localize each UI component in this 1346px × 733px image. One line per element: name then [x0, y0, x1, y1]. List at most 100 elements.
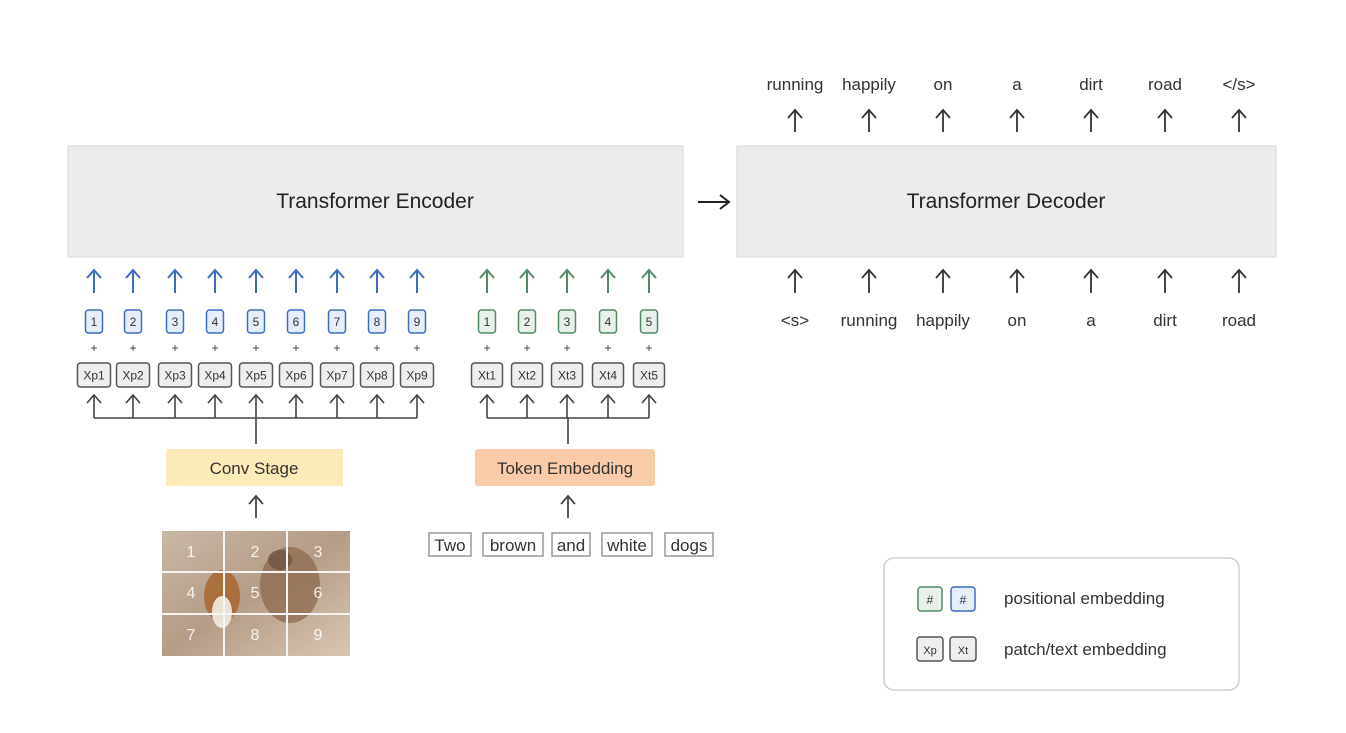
text-embedding-box: Xt4	[591, 362, 625, 388]
patch-embedding-box: Xp3	[157, 362, 193, 388]
svg-text:Xt1: Xt1	[478, 368, 496, 382]
legend-embedding-label: patch/text embedding	[1004, 640, 1167, 659]
patch-embedding-arrow	[288, 393, 304, 418]
svg-text:4: 4	[605, 315, 612, 329]
patch-embedding-arrow	[409, 393, 425, 418]
patch-up-arrow-blue	[288, 268, 304, 293]
decoder-output-token: on	[934, 75, 953, 94]
patch-positional-box: 2	[123, 309, 143, 334]
decoder-output-token: </s>	[1222, 75, 1255, 94]
svg-text:Xt: Xt	[958, 645, 968, 657]
decoder-output-arrow	[787, 108, 803, 132]
input-word: dogs	[664, 532, 714, 557]
text-positional-box: 1	[477, 309, 497, 334]
plus-sign: +	[373, 341, 380, 355]
decoder-input-arrow	[935, 268, 951, 293]
patch-embedding-box: Xp4	[197, 362, 233, 388]
decoder-input-arrow	[1231, 268, 1247, 293]
svg-text:Xt5: Xt5	[640, 368, 658, 382]
decoder-output-token: dirt	[1079, 75, 1103, 94]
text-embedding-arrow	[600, 393, 616, 418]
input-word: brown	[482, 532, 544, 557]
patch-positional-box: 7	[327, 309, 347, 334]
plus-sign: +	[413, 341, 420, 355]
legend-positional-green-swatch: #	[917, 586, 943, 612]
svg-text:3: 3	[564, 315, 571, 329]
legend-positional-label: positional embedding	[1004, 589, 1165, 608]
patch-up-arrow-blue	[409, 268, 425, 293]
words-to-token-arrow	[560, 494, 576, 518]
text-up-arrow-green	[479, 268, 495, 293]
decoder-input-token: running	[841, 311, 898, 330]
token-embedding-box	[475, 449, 655, 486]
svg-text:#: #	[960, 593, 967, 607]
text-embedding-arrow	[479, 393, 495, 418]
svg-text:3: 3	[172, 315, 179, 329]
svg-text:Xt4: Xt4	[599, 368, 617, 382]
plus-sign: +	[333, 341, 340, 355]
svg-text:4: 4	[212, 315, 219, 329]
patch-up-arrow-blue	[167, 268, 183, 293]
conv-stage-box	[166, 449, 343, 486]
grid-number: 3	[314, 544, 323, 561]
svg-text:Xp8: Xp8	[366, 368, 388, 382]
grid-number: 2	[251, 544, 260, 561]
patch-positional-box: 3	[165, 309, 185, 334]
image-to-conv-arrow	[248, 494, 264, 518]
svg-text:Xp7: Xp7	[326, 368, 348, 382]
decoder-input-token: road	[1222, 311, 1256, 330]
patch-embedding-arrow	[329, 393, 345, 418]
svg-text:Xt3: Xt3	[558, 368, 576, 382]
encoder-to-decoder-arrow	[698, 194, 731, 210]
patch-up-arrow-blue	[86, 268, 102, 293]
decoder-output-arrow	[861, 108, 877, 132]
decoder-input-arrow	[1157, 268, 1173, 293]
decoder-output-token: road	[1148, 75, 1182, 94]
svg-text:6: 6	[293, 315, 300, 329]
decoder-title: Transformer Decoder	[907, 190, 1106, 213]
conv-stage-label: Conv Stage	[210, 459, 299, 478]
svg-text:5: 5	[253, 315, 260, 329]
svg-text:#: #	[927, 593, 934, 607]
grid-number: 1	[187, 544, 196, 561]
grid-number: 8	[251, 627, 260, 644]
legend-patch-swatch: Xp	[916, 636, 944, 662]
patch-embedding-arrow	[167, 393, 183, 418]
token-embedding-label: Token Embedding	[497, 459, 633, 478]
patch-embedding-box: Xp7	[319, 362, 355, 388]
svg-text:and: and	[557, 536, 585, 555]
plus-sign: +	[211, 341, 218, 355]
patch-embedding-box: Xp9	[399, 362, 435, 388]
decoder-input-arrow	[861, 268, 877, 293]
text-embedding-box: Xt1	[470, 362, 504, 388]
plus-sign: +	[483, 341, 490, 355]
decoder-input-arrow	[787, 268, 803, 293]
grid-number: 5	[251, 585, 260, 602]
text-embedding-arrow	[519, 393, 535, 418]
decoder-output-arrow	[935, 108, 951, 132]
text-positional-box: 4	[598, 309, 618, 334]
plus-sign: +	[604, 341, 611, 355]
patch-up-arrow-blue	[369, 268, 385, 293]
patch-up-arrow-blue	[125, 268, 141, 293]
plus-sign: +	[90, 341, 97, 355]
plus-sign: +	[292, 341, 299, 355]
patch-embedding-box: Xp1	[76, 362, 112, 388]
svg-text:white: white	[606, 536, 647, 555]
patch-positional-box: 5	[246, 309, 266, 334]
grid-number: 7	[187, 627, 196, 644]
plus-sign: +	[523, 341, 530, 355]
decoder-input-arrow	[1083, 268, 1099, 293]
svg-text:Xp5: Xp5	[245, 368, 267, 382]
svg-text:brown: brown	[490, 536, 536, 555]
patch-up-arrow-blue	[329, 268, 345, 293]
grid-number: 6	[314, 585, 323, 602]
legend-positional-blue-swatch: #	[950, 586, 976, 612]
text-embedding-arrow	[559, 393, 575, 418]
plus-sign: +	[252, 341, 259, 355]
patch-embedding-arrow	[125, 393, 141, 418]
